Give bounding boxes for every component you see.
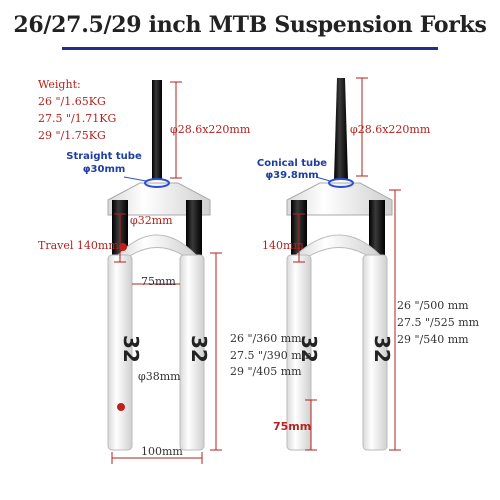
left-length-26: 26 "/360 mm bbox=[230, 332, 302, 345]
left-valve bbox=[119, 243, 127, 251]
right-length-26: 26 "/500 mm bbox=[397, 299, 469, 312]
left-lower-r bbox=[179, 254, 205, 451]
left-crown-ring bbox=[144, 178, 170, 188]
left-fork: 32 32 bbox=[107, 80, 211, 451]
left-steerer-tube bbox=[152, 80, 162, 180]
right-length-29: 29 "/540 mm bbox=[397, 333, 469, 346]
right-bottom-dim: 75mm bbox=[273, 420, 312, 433]
left-stanchion-dim: φ32mm bbox=[130, 214, 173, 227]
right-length-27-5: 27.5 "/525 mm bbox=[397, 316, 480, 329]
weight-29: 29 "/1.75KG bbox=[38, 129, 106, 142]
svg-text:32: 32 bbox=[370, 335, 394, 363]
svg-text:32: 32 bbox=[187, 335, 211, 363]
right-fork: 32 32 bbox=[286, 78, 394, 451]
left-travel: Travel 140mm bbox=[38, 239, 119, 252]
right-crown-ring bbox=[328, 178, 354, 188]
weight-26: 26 "/1.65KG bbox=[38, 95, 106, 108]
right-tube-diameter: φ39.8mm bbox=[265, 170, 319, 181]
left-crown bbox=[107, 182, 211, 216]
weight-heading: Weight: bbox=[38, 78, 81, 91]
right-crown bbox=[286, 182, 393, 216]
left-stanchion-r bbox=[186, 200, 202, 260]
left-steerer-dim: φ28.6x220mm bbox=[170, 123, 251, 136]
right-steerer-tube bbox=[334, 78, 348, 180]
right-lower-r bbox=[362, 254, 388, 451]
left-lower-dim: φ38mm bbox=[138, 370, 181, 383]
left-length-27-5: 27.5 "/390 mm bbox=[230, 349, 313, 362]
right-tube-label: Conical tube bbox=[256, 158, 328, 169]
right-callout-leader bbox=[315, 176, 331, 182]
left-callout-leader bbox=[123, 176, 147, 182]
title-underline bbox=[62, 47, 438, 50]
left-crown-gap: 75mm bbox=[141, 275, 176, 288]
right-travel: 140mm bbox=[262, 239, 304, 252]
left-length-29: 29 "/405 mm bbox=[230, 365, 302, 378]
right-stanchion-r bbox=[369, 200, 385, 260]
right-steerer-dim: φ28.6x220mm bbox=[350, 123, 431, 136]
page-title: 26/27.5/29 inch MTB Suspension Forks bbox=[13, 12, 487, 38]
left-tube-label: Straight tube bbox=[66, 151, 142, 162]
left-axle-width: 100mm bbox=[141, 445, 183, 458]
svg-text:32: 32 bbox=[119, 335, 143, 363]
left-lockout bbox=[117, 403, 125, 411]
left-tube-diameter: φ30mm bbox=[82, 164, 126, 175]
dimension-lines bbox=[111, 77, 401, 464]
svg-text:32: 32 bbox=[297, 335, 321, 363]
weight-27-5: 27.5 "/1.71KG bbox=[38, 112, 117, 125]
